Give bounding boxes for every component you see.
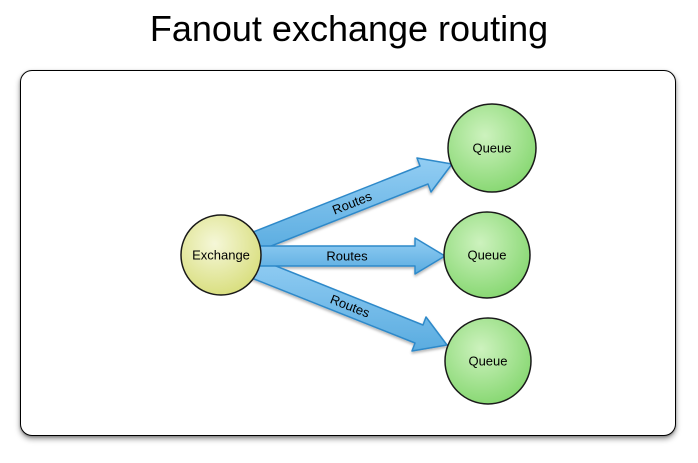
route-arrows	[247, 157, 453, 352]
queue-circle	[447, 103, 537, 193]
queue-circle	[444, 317, 532, 405]
queue-label: Queue	[472, 141, 511, 156]
queue-node-top: Queue	[447, 103, 537, 193]
route-arrow-bottom	[248, 257, 448, 352]
queue-node-bottom: Queue	[444, 317, 532, 405]
queue-label: Queue	[467, 248, 506, 263]
route-arrow-top	[247, 157, 453, 253]
exchange-circle	[180, 214, 262, 296]
exchange-node: Exchange	[180, 214, 262, 296]
route-arrow-middle	[255, 237, 446, 275]
diagram-title: Fanout exchange routing	[149, 8, 549, 49]
queue-circle	[443, 211, 531, 299]
queue-node-middle: Queue	[443, 211, 531, 299]
route-labels: Routes Routes Routes	[326, 188, 374, 320]
route-label: Routes	[326, 249, 368, 264]
exchange-label: Exchange	[192, 248, 250, 263]
queue-label: Queue	[468, 354, 507, 369]
